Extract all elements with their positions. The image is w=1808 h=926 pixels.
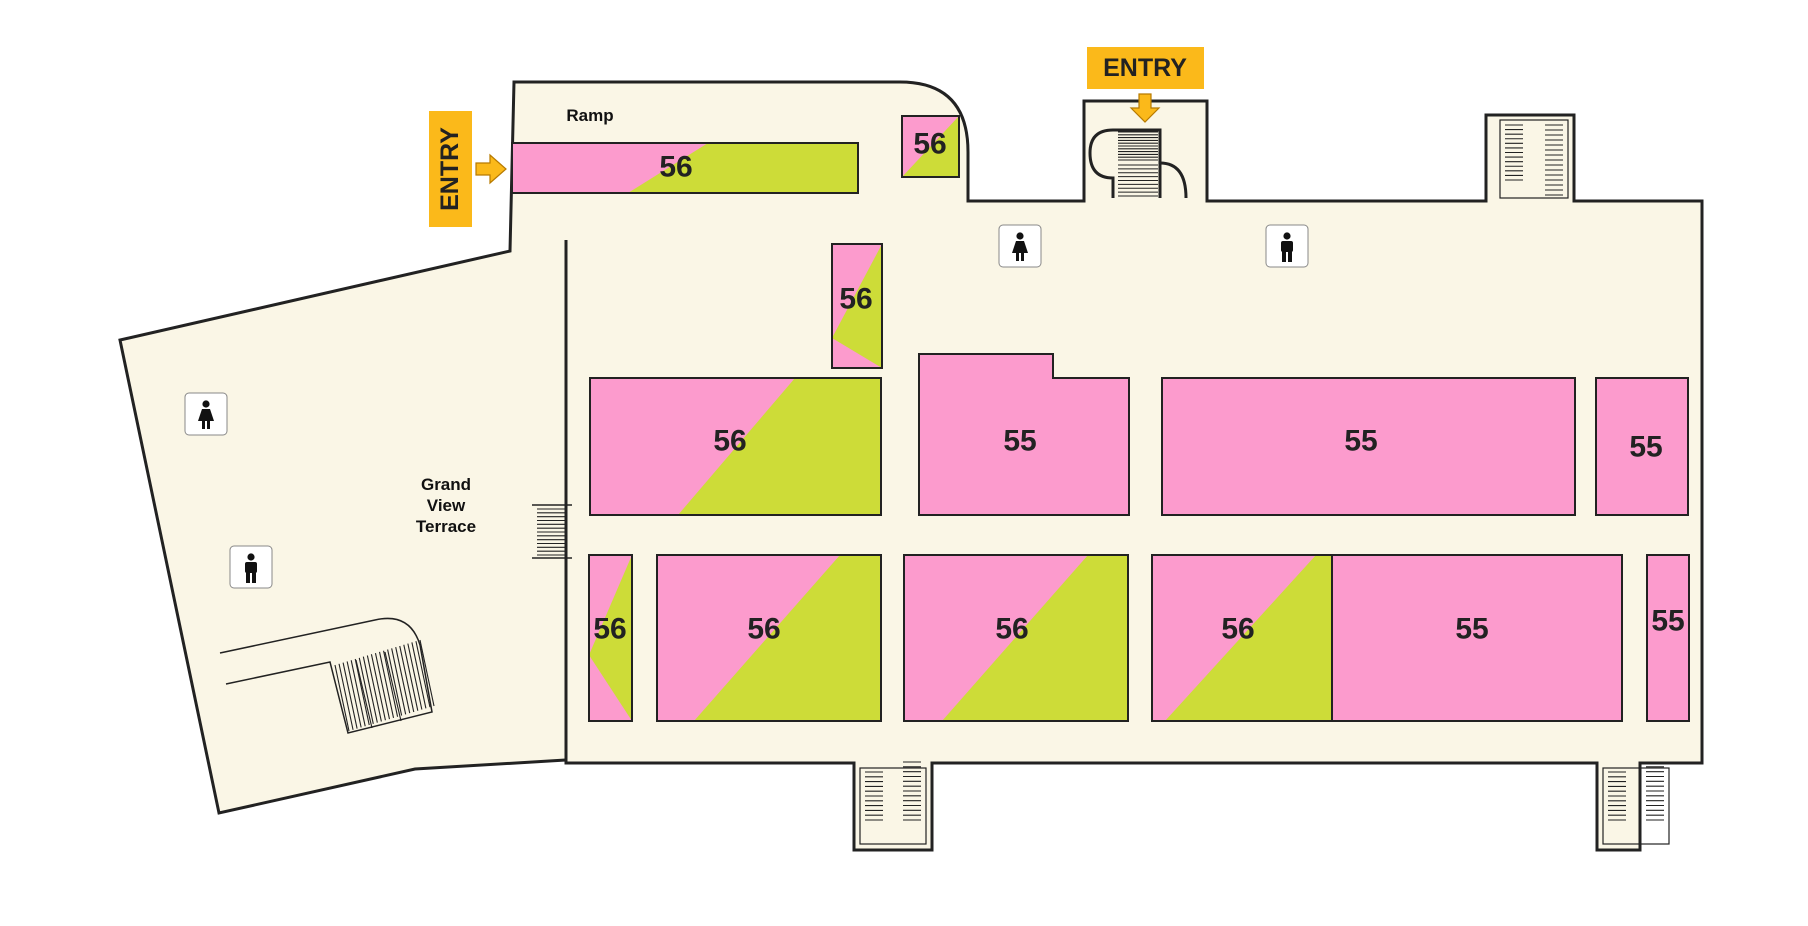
section-number: 56 xyxy=(839,283,872,316)
west-entry-arrow-icon xyxy=(475,153,507,185)
section-number: 56 xyxy=(713,425,746,458)
section-number: 55 xyxy=(1651,605,1684,638)
north-entry-arrow-icon xyxy=(1129,93,1161,123)
male-restroom-icon xyxy=(1265,224,1309,268)
seating-section-56[interactable]: 56 xyxy=(901,115,960,178)
section-number: 56 xyxy=(995,613,1028,646)
section-number: 55 xyxy=(1629,431,1662,464)
section-number: 56 xyxy=(913,128,946,161)
seating-section-56[interactable]: 56 xyxy=(1151,554,1333,722)
section-number: 56 xyxy=(747,613,780,646)
section-number: 55 xyxy=(1344,425,1377,458)
northeast-stair-core xyxy=(1499,119,1569,199)
terrace-label-line-2: View xyxy=(427,496,466,515)
female-restroom-icon xyxy=(998,224,1042,268)
seating-section-56[interactable]: 56 xyxy=(589,377,882,516)
terrace-label-line-3: Terrace xyxy=(416,517,476,536)
seating-section-55[interactable]: 55 xyxy=(1595,377,1689,516)
terrace-label-line-1: Grand xyxy=(421,475,471,494)
southeast-stair-core xyxy=(1602,761,1670,845)
seating-section-55[interactable]: 55 xyxy=(918,353,1130,516)
female-restroom-icon xyxy=(184,392,228,436)
section-number: 55 xyxy=(1455,613,1488,646)
section-number: 56 xyxy=(659,151,692,184)
west-entry-marker[interactable]: ENTRY xyxy=(429,111,472,227)
south-stair-core xyxy=(859,761,927,845)
male-restroom-icon xyxy=(229,545,273,589)
seating-section-56[interactable]: 56 xyxy=(903,554,1129,722)
section-number: 55 xyxy=(1003,425,1036,458)
section-number: 56 xyxy=(593,613,626,646)
terrace-stair-bridge xyxy=(532,504,572,559)
section-number: 56 xyxy=(1221,613,1254,646)
seating-section-55[interactable]: 55 xyxy=(1161,377,1576,516)
seating-section-55[interactable]: 55 xyxy=(1331,554,1623,722)
ramp-label: Ramp xyxy=(566,106,613,125)
seating-section-56[interactable]: 56 xyxy=(831,243,883,369)
seating-section-56[interactable]: 56 xyxy=(511,142,859,194)
seating-section-56[interactable]: 56 xyxy=(588,554,633,722)
north-entry-marker[interactable]: ENTRY xyxy=(1087,47,1204,89)
north-entry-label: ENTRY xyxy=(1103,54,1187,82)
terrace-staircase xyxy=(219,617,435,734)
west-entry-label: ENTRY xyxy=(436,127,464,211)
seating-section-55[interactable]: 55 xyxy=(1646,554,1690,722)
north-stair-core xyxy=(1088,128,1188,199)
seating-section-56[interactable]: 56 xyxy=(656,554,882,722)
